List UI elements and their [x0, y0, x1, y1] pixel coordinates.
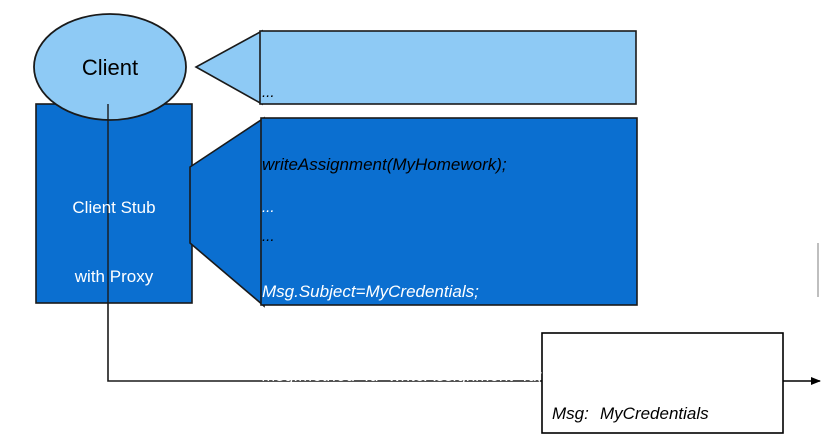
application-callout-box[interactable] — [259, 30, 637, 105]
stub-callout-box[interactable] — [260, 117, 638, 306]
stub-callout-tail — [189, 116, 265, 308]
application-callout-tail — [194, 29, 263, 106]
stub-node-rect[interactable] — [35, 103, 193, 304]
message-box-rect[interactable] — [541, 332, 784, 434]
client-ellipse[interactable] — [33, 13, 187, 121]
